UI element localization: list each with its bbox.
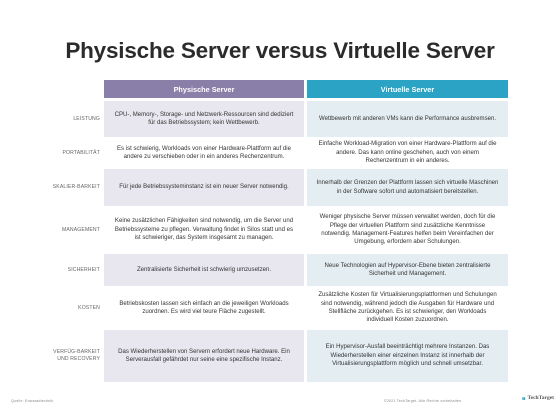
cell-virtual: Wettbewerb mit anderen VMs kann die Perf… xyxy=(307,101,508,137)
row-label: Kosten xyxy=(78,304,100,311)
cell-virtual: Neue Technologien auf Hypervisor-Ebene b… xyxy=(307,254,508,286)
row-label: Portabilität xyxy=(62,149,100,156)
cell-physical: Das Wiederherstellen von Servern erforde… xyxy=(104,330,304,382)
table-row: Sicherheit Zentralisierte Sicherheit ist… xyxy=(52,254,508,286)
row-label: Verfüg-barkeit und Recovery xyxy=(53,349,100,362)
page-title: Physische Server versus Virtuelle Server xyxy=(65,38,495,63)
cell-virtual: Weniger physische Server müssen verwalte… xyxy=(307,206,508,254)
cell-physical: Zentralisierte Sicherheit ist schwierig … xyxy=(104,254,304,286)
header-physical-servers: Physische Server xyxy=(104,80,304,98)
brand-mark-icon xyxy=(522,396,526,400)
table-row: Management Keine zusätzlichen Fähigkeite… xyxy=(52,206,508,254)
cell-virtual: Ein Hypervisor-Ausfall beeinträchtigt me… xyxy=(307,330,508,382)
row-label: Sicherheit xyxy=(67,266,100,273)
table-row: Verfüg-barkeit und Recovery Das Wiederhe… xyxy=(52,330,508,382)
cell-virtual: Innerhalb der Grenzen der Plattform lass… xyxy=(307,169,508,206)
cell-physical: CPU-, Memory-, Storage- und Netzwerk-Res… xyxy=(104,101,304,137)
cell-physical: Keine zusätzlichen Fähigkeiten sind notw… xyxy=(104,206,304,254)
cell-physical: Für jede Betriebssysteminstanz ist ein n… xyxy=(104,169,304,206)
source-note: Quelle: Enwaradtechnik xyxy=(11,399,54,403)
copyright-note: ©2021 TechTarget. Alle Rechte vorbehalte… xyxy=(384,399,463,403)
table-row: Portabilität Es ist schwierig, Workloads… xyxy=(52,137,508,169)
table-row: Kosten Betriebskosten lassen sich einfac… xyxy=(52,286,508,330)
row-label: Skalier-barkeit xyxy=(52,184,100,191)
header-virtual-servers: Virtuelle Server xyxy=(307,80,508,98)
brand-logo: TechTarget xyxy=(522,391,554,405)
cell-virtual: Zusätzliche Kosten für Virtualisierungsp… xyxy=(307,286,508,330)
table-row: Leistung CPU-, Memory-, Storage- und Net… xyxy=(52,101,508,137)
cell-physical: Es ist schwierig, Workloads von einer Ha… xyxy=(104,137,304,169)
row-label: Management xyxy=(61,226,100,233)
brand-name: TechTarget xyxy=(527,395,554,401)
row-label: Leistung xyxy=(73,115,100,122)
cell-physical: Betriebskosten lassen sich einfach an di… xyxy=(104,286,304,330)
table-row: Skalier-barkeit Für jede Betriebssystemi… xyxy=(52,169,508,206)
cell-virtual: Einfache Workload-Migration von einer Ha… xyxy=(307,137,508,169)
